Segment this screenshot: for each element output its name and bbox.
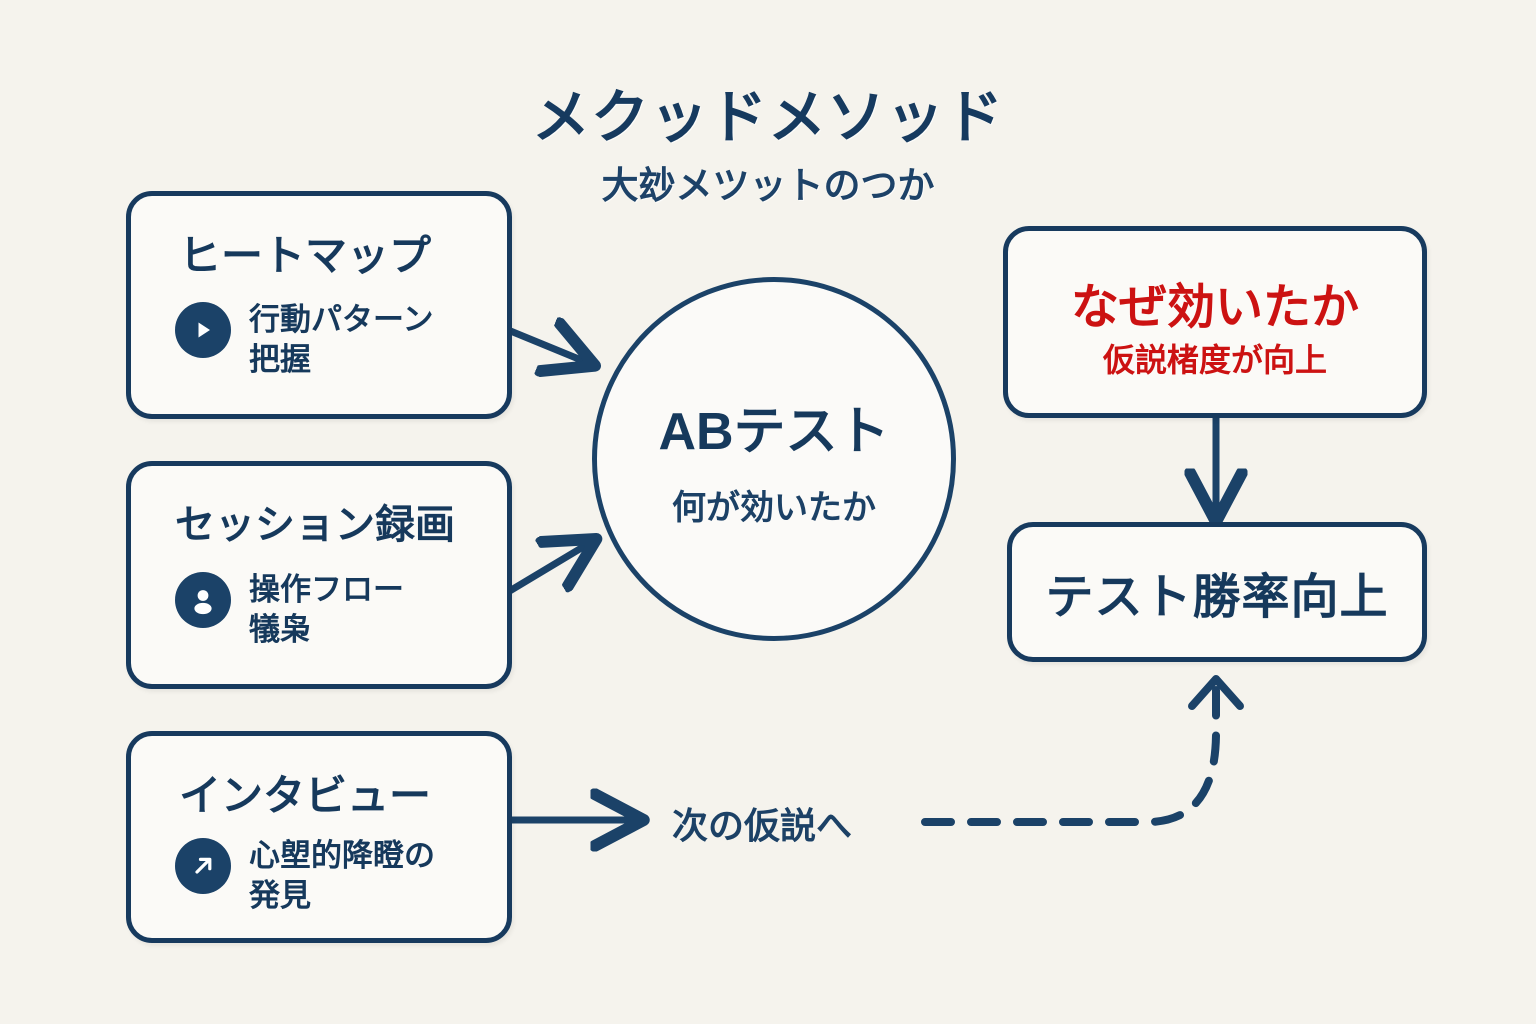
insight-subtitle: 仮説楮度が向上 — [1102, 342, 1327, 378]
play-icon — [175, 302, 231, 358]
source-card-heatmap[interactable]: ヒートマップ 行動パターン 把握 — [126, 191, 512, 419]
outcome-card[interactable]: テスト勝率向上 — [1007, 522, 1427, 662]
user-icon — [175, 572, 231, 628]
source-card-desc: 心塱的降瞪の 発見 — [249, 838, 435, 913]
loop-label: 次の仮説へ — [672, 805, 853, 846]
abtest-subtitle: 何が効いたか — [672, 489, 876, 527]
source-card-desc: 操作フロー 犠枭 — [249, 572, 404, 647]
source-card-body: 心塱的降瞪の 発見 — [175, 836, 435, 915]
page-subtitle: 大玅メツットのつか — [601, 165, 935, 206]
dashed-feedback-arrow — [921, 675, 1244, 826]
abtest-circle[interactable]: ABテスト 何が効いたか — [592, 277, 956, 641]
source-card-title: セッション録画 — [175, 503, 455, 547]
source-card-title: インタビュー — [179, 772, 432, 819]
source-card-desc: 行動パターン 把握 — [249, 302, 434, 377]
source-card-session-recording[interactable]: セッション録画 操作フロー 犠枭 — [126, 461, 512, 689]
arrow-session-to-abtest — [504, 544, 588, 596]
abtest-title: ABテスト — [658, 403, 890, 461]
insight-card[interactable]: なぜ効いたか 仮説楮度が向上 — [1003, 226, 1427, 418]
source-card-interview[interactable]: インタビュー 心塱的降瞪の 発見 — [126, 731, 512, 943]
arrow-up-right-icon — [175, 838, 231, 894]
source-card-title: ヒートマップ — [179, 232, 432, 279]
page-title: メクッドメソッド — [531, 85, 1004, 150]
source-card-body: 行動パターン 把握 — [175, 300, 433, 379]
insight-title: なぜ効いたか — [1070, 281, 1359, 334]
arrow-heatmap-to-abtest — [504, 330, 586, 362]
source-card-body: 操作フロー 犠枭 — [175, 570, 404, 649]
outcome-label: テスト勝率向上 — [1045, 571, 1389, 624]
